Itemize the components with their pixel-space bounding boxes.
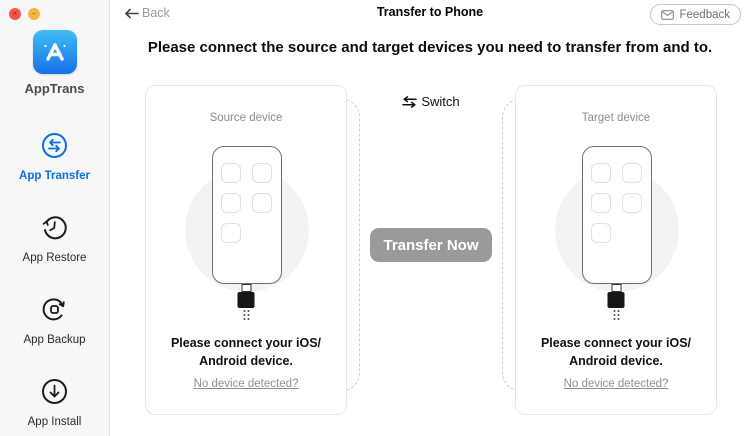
source-device-panel: Source device Please connect your iOS/ A…	[145, 85, 360, 415]
app-logo-block: AppTrans	[0, 30, 109, 96]
feedback-button[interactable]: Feedback	[650, 4, 741, 25]
sidebar-item-label: App Restore	[22, 252, 87, 264]
sidebar-item-app-restore[interactable]: App Restore	[22, 214, 87, 264]
source-phone-illustration	[212, 146, 282, 284]
sidebar-item-app-transfer[interactable]: App Transfer	[19, 132, 90, 182]
target-device-panel: Target device Please connect your iOS/ A…	[502, 85, 717, 415]
transfer-arrows-icon	[41, 132, 68, 164]
target-connect-message: Please connect your iOS/ Android device.	[540, 336, 692, 368]
source-connect-message: Please connect your iOS/ Android device.	[170, 336, 322, 368]
transfer-now-button[interactable]: Transfer Now	[370, 228, 492, 262]
backup-loop-icon	[41, 296, 68, 328]
sidebar-item-label: App Install	[27, 416, 82, 428]
sidebar-item-app-backup[interactable]: App Backup	[23, 296, 86, 346]
envelope-icon	[661, 9, 675, 20]
install-download-icon	[41, 378, 68, 410]
switch-arrows-icon	[402, 95, 418, 108]
target-no-device-link[interactable]: No device detected?	[563, 378, 669, 390]
sidebar-nav: App Transfer App Restore	[0, 132, 109, 436]
sidebar-item-app-install[interactable]: App Install	[27, 378, 82, 428]
usb-cable-icon	[607, 284, 625, 320]
main-panel: Back Transfer to Phone Feedback Please c…	[110, 0, 750, 436]
usb-cable-icon	[237, 284, 255, 320]
middle-column: Switch Transfer Now	[347, 85, 515, 415]
sidebar: × − AppTrans	[0, 0, 110, 436]
source-no-device-link[interactable]: No device detected?	[193, 378, 299, 390]
minimize-window-button[interactable]: −	[28, 8, 40, 20]
feedback-label: Feedback	[679, 8, 730, 21]
target-device-card: Target device Please connect your iOS/ A…	[515, 85, 717, 415]
page-title: Transfer to Phone	[376, 5, 484, 19]
source-device-card: Source device Please connect your iOS/ A…	[145, 85, 347, 415]
back-button[interactable]: Back	[124, 6, 170, 20]
sidebar-item-label: App Transfer	[19, 170, 90, 182]
close-window-button[interactable]: ×	[9, 8, 21, 20]
sidebar-item-label: App Backup	[23, 334, 86, 346]
back-label: Back	[142, 6, 170, 20]
apptrans-logo-icon	[32, 30, 77, 74]
switch-label: Switch	[421, 94, 460, 109]
source-device-title: Source device	[209, 112, 283, 124]
target-device-title: Target device	[581, 112, 651, 124]
page-heading: Please connect the source and target dev…	[147, 39, 713, 56]
window-controls: × −	[9, 8, 40, 20]
target-phone-illustration	[582, 146, 652, 284]
back-arrow-icon	[125, 8, 139, 18]
app-name: AppTrans	[24, 81, 85, 96]
restore-clock-icon	[41, 214, 68, 246]
switch-button[interactable]: Switch	[347, 94, 515, 109]
